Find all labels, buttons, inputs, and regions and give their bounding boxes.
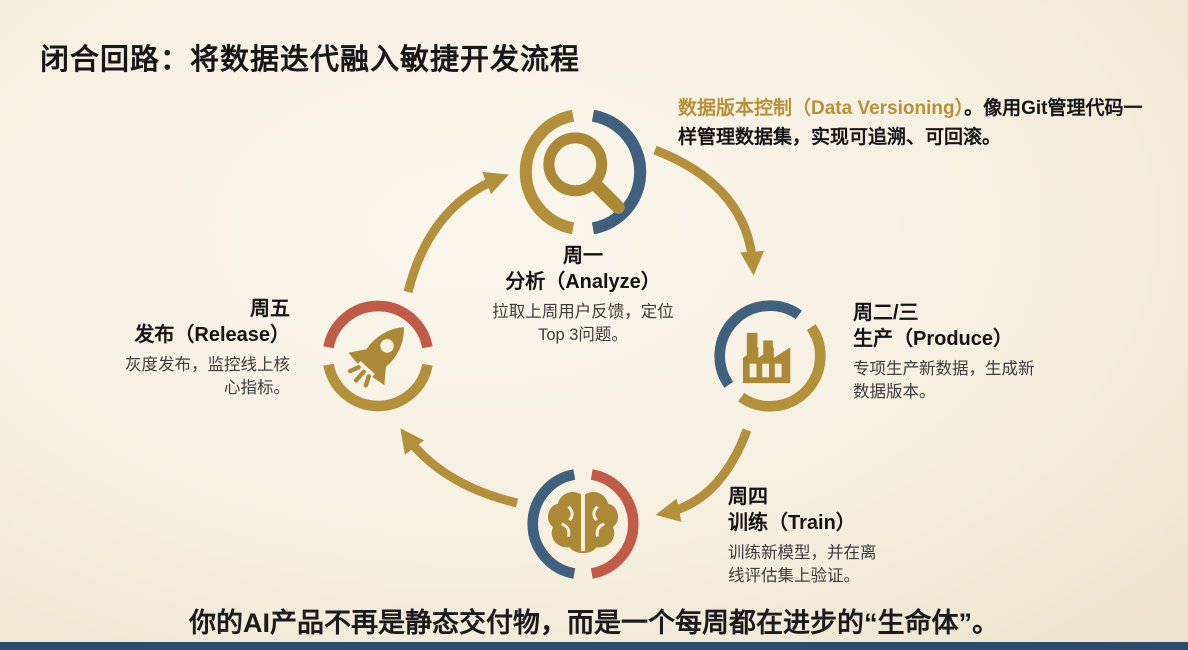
rocket-icon xyxy=(347,327,404,388)
train-phase: 训练（Train） xyxy=(728,512,856,535)
produce-day: 周二/三 xyxy=(853,302,919,324)
train-day: 周四 xyxy=(728,486,768,508)
data-versioning-note: 数据版本控制（Data Versioning）。像用Git管理代码一样管理数据集… xyxy=(678,95,1156,153)
cycle-node-produce xyxy=(712,298,828,414)
cycle-node-train xyxy=(525,466,641,582)
closing-statement: 你的AI产品不再是静态交付物，而是一个每周都在进步的“生命体”。 xyxy=(189,608,999,638)
release-desc: 灰度发布，监控线上核心指标。 xyxy=(125,355,290,398)
release-day: 周五 xyxy=(250,298,290,320)
analyze-label: 周一 分析（Analyze） 拉取上周用户反馈，定位Top 3问题。 xyxy=(433,243,733,348)
brain-icon xyxy=(547,491,619,553)
bottom-accent-bar xyxy=(0,642,1188,650)
release-ring xyxy=(323,300,433,412)
cycle-node-analyze xyxy=(517,106,649,238)
analyze-ring xyxy=(519,109,647,235)
produce-ring xyxy=(714,300,826,412)
release-phase: 发布（Release） xyxy=(134,324,290,347)
cycle-node-release xyxy=(320,298,436,414)
analyze-desc: 拉取上周用户反馈，定位Top 3问题。 xyxy=(492,302,674,345)
train-ring xyxy=(527,469,639,579)
factory-icon xyxy=(742,332,791,384)
arrow-train-to-release xyxy=(400,428,519,508)
train-desc: 训练新模型，并在离线评估集上验证。 xyxy=(728,543,877,586)
train-label: 周四 训练（Train） 训练新模型，并在离线评估集上验证。 xyxy=(728,484,948,589)
produce-desc: 专项生产新数据，生成新数据版本。 xyxy=(853,359,1035,402)
release-label: 周五 发布（Release） 灰度发布，监控线上核心指标。 xyxy=(62,296,290,401)
produce-phase: 生产（Produce） xyxy=(853,328,1014,351)
note-highlight: 数据版本控制（Data Versioning） xyxy=(678,98,965,119)
search-icon xyxy=(543,132,625,214)
page-title: 闭合回路：将数据迭代融入敏捷开发流程 xyxy=(40,44,581,76)
analyze-day: 周一 xyxy=(563,245,603,267)
note-body: 。像用Git管理代码一样管理数据集，实现可追溯、可回滚。 xyxy=(678,98,1143,148)
analyze-phase: 分析（Analyze） xyxy=(505,271,661,294)
produce-label: 周二/三 生产（Produce） 专项生产新数据，生成新数据版本。 xyxy=(853,300,1083,405)
